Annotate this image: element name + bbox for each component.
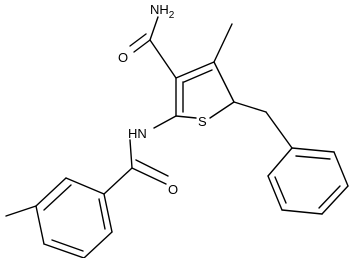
bond-tol-inner-3 [98,198,106,230]
bond-c5-ch2 [233,101,267,113]
bond-ph-2 [333,151,349,187]
atom-labels: NH2 O HN O S [118,2,207,197]
bond-s-c2 [175,115,197,119]
bond-nh-carbonyl [129,139,133,169]
bond-ph-inner-1 [295,155,331,160]
bonds [5,16,349,259]
bond-tol-2 [35,177,67,207]
bond-ph-inner-3 [274,176,287,204]
bond-carbonyl-n [149,16,159,41]
bond-tol-inner-1 [43,184,72,211]
bond-carbonyl-o2 [131,167,167,185]
bond-carbonyl-ar [103,167,133,195]
bond-c4-c5 [213,61,235,103]
thiophene-sulfur-label: S [198,114,207,129]
bond-ph-inner-2 [318,185,341,209]
bond-ph-4 [281,209,323,215]
amine-nh-label: HN [128,126,147,141]
bond-ph-6 [267,147,293,177]
bond-c3-c4-inner [183,69,213,83]
bond-carbonyl-o-double [129,33,147,47]
bond-carbonyl-o2-double [135,159,169,177]
bond-ph-1 [291,147,335,153]
amide-nh2-subscript: 2 [169,10,175,21]
bond-c2-nh [153,115,177,129]
benzamide-oxygen-label: O [168,182,178,197]
bond-tol-methyl [5,205,37,217]
bond-ph-5 [267,175,283,211]
bond-tol-3 [35,205,45,245]
bond-tol-6 [103,193,113,233]
amide-nh2-label: NH2 [150,2,175,21]
bond-ch2-ph [265,111,293,149]
bond-ph-3 [321,185,349,215]
bond-c3-c4 [175,61,215,79]
carboxamide-oxygen-label: O [118,50,128,65]
bond-tol-inner-2 [51,239,84,252]
bond-c3-carbonyl [149,39,177,79]
bond-c5-s [209,101,235,119]
bond-carbonyl-o [133,39,151,53]
bond-tol-1 [65,177,105,195]
bond-c4-methyl [213,23,233,63]
bond-tol-4 [43,243,85,259]
bond-tol-5 [83,231,113,259]
